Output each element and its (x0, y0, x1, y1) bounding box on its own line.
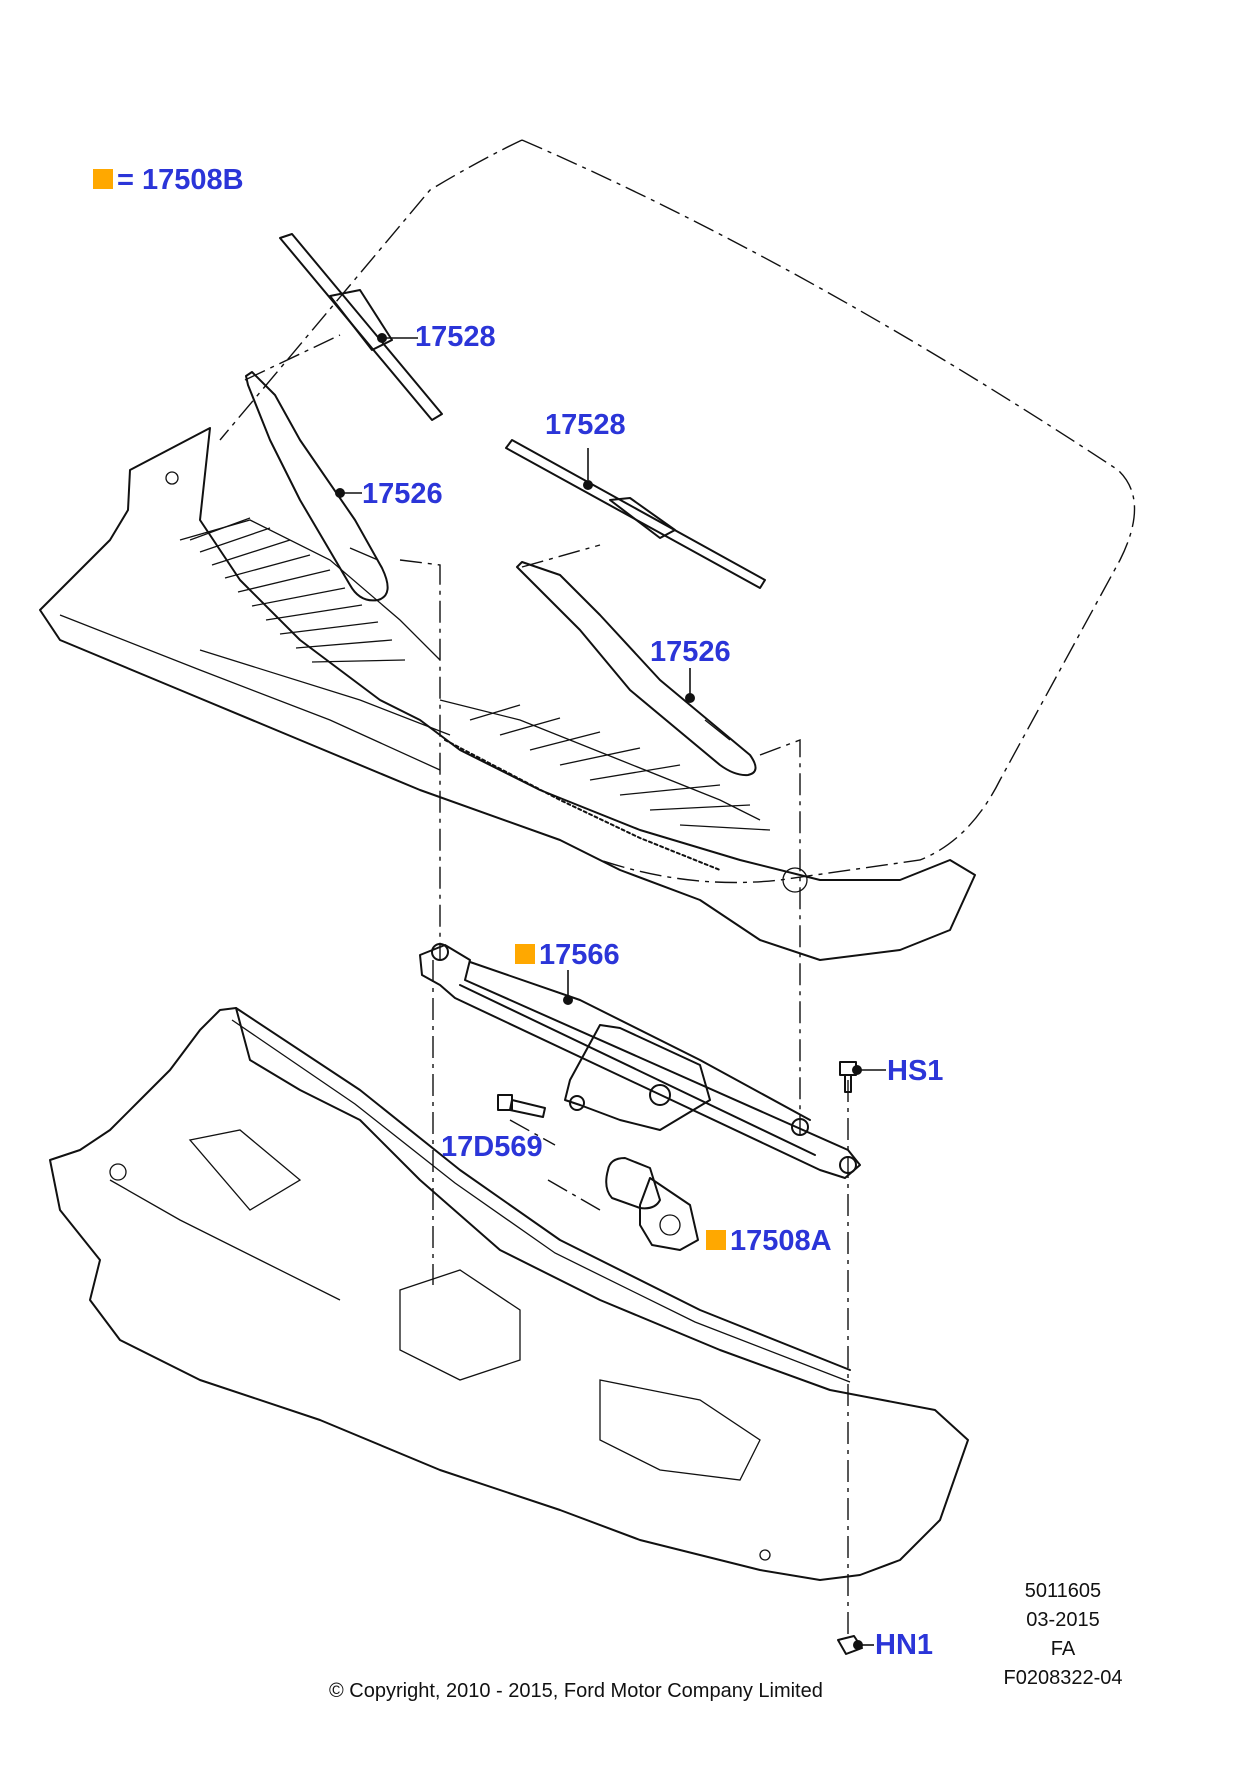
guide-blade-right (521, 544, 601, 568)
illustration-number: 5011605 (1024, 1580, 1102, 1602)
leader-dot-hn1 (853, 1640, 863, 1650)
kit-marker-icon (93, 169, 113, 189)
figure-id: F0208322-04 (1003, 1667, 1123, 1689)
leader-dot-hs1 (852, 1065, 862, 1075)
screw-hs1 (839, 1061, 857, 1093)
callout-blade-right: 17528 (545, 409, 626, 441)
kit-marker-icon (515, 944, 535, 964)
illustration-code: FA (1050, 1638, 1076, 1660)
windshield-outline (219, 139, 1136, 884)
callout-bolt: 17D569 (441, 1131, 543, 1163)
wiper-motor (605, 1157, 699, 1251)
illustration-date: 03-2015 (1026, 1609, 1100, 1631)
callout-linkage: 17566 (515, 939, 620, 972)
guide-bolt (509, 1119, 556, 1146)
kit-legend: = 17508B (93, 164, 244, 197)
callout-arm-right: 17526 (650, 636, 731, 668)
guide-blade-left (244, 334, 341, 381)
upper-cowl-panel (39, 427, 976, 961)
wiper-arm-left (245, 371, 389, 602)
wiper-blade-left (279, 233, 443, 421)
wiper-arm-right (516, 561, 757, 777)
callout-hn1: HN1 (875, 1629, 934, 1661)
callout-hs1: HS1 (887, 1055, 944, 1087)
leader-dot-linkage (563, 995, 573, 1005)
callout-arm-left: 17526 (362, 478, 443, 510)
callout-motor-text: 17508A (730, 1225, 832, 1257)
leader-dot-blade-left (377, 333, 387, 343)
lower-cowl-panel (49, 1007, 969, 1581)
guide-left-pivot (399, 559, 441, 960)
leader-dot-arm-left (335, 488, 345, 498)
guide-motor (547, 1179, 601, 1211)
copyright-notice: © Copyright, 2010 - 2015, Ford Motor Com… (329, 1680, 823, 1702)
kit-legend-text: = 17508B (117, 164, 244, 196)
bolt-17d569 (497, 1094, 546, 1118)
wiper-blade-right (505, 439, 766, 589)
leader-dot-arm-right (685, 693, 695, 703)
callout-linkage-text: 17566 (539, 939, 620, 971)
callout-motor: 17508A (706, 1225, 832, 1258)
wiper-linkage (419, 943, 861, 1179)
guide-right-pivot (759, 738, 801, 1135)
callout-blade-left: 17528 (415, 321, 496, 353)
kit-marker-icon (706, 1230, 726, 1250)
leader-dot-blade-right (583, 480, 593, 490)
